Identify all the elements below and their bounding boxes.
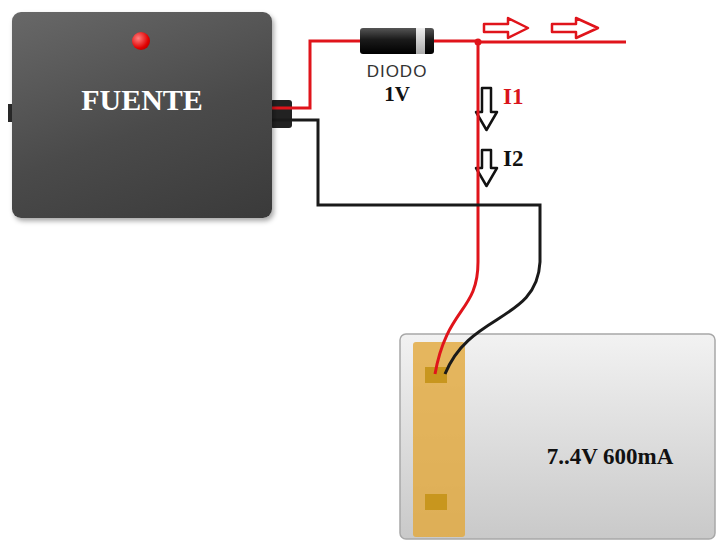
battery-pouch [400,334,715,539]
battery-lead [435,262,478,374]
wire [272,120,540,262]
kapton-tape [413,342,465,537]
wire [434,41,478,262]
battery: 7..4V 600mA [385,262,720,548]
indicator-led [132,32,150,50]
current-label: I2 [503,146,523,172]
battery-rating: 7..4V 600mA [510,444,710,470]
diode-voltage: 1V [367,82,428,107]
power-plug [270,100,292,128]
diode: DIODO1V [360,28,434,107]
text-group: 7..4V 600mA [510,444,710,470]
current-arrow [552,18,598,38]
battery-tab [425,494,447,510]
battery-lead [445,262,540,374]
text-group: FUENTE [81,83,203,117]
current-arrow [484,18,528,38]
output-wire [478,41,626,44]
text-group: DIODO1V [367,62,428,107]
diode-label: DIODO [367,62,428,82]
cathode-band [416,28,425,54]
current-label: I1 [503,84,523,110]
battery-illustration [385,262,720,548]
wire [272,41,360,108]
power-supply-box: FUENTE [12,12,272,218]
supply-label: FUENTE [81,83,203,117]
diode-body [360,28,434,54]
